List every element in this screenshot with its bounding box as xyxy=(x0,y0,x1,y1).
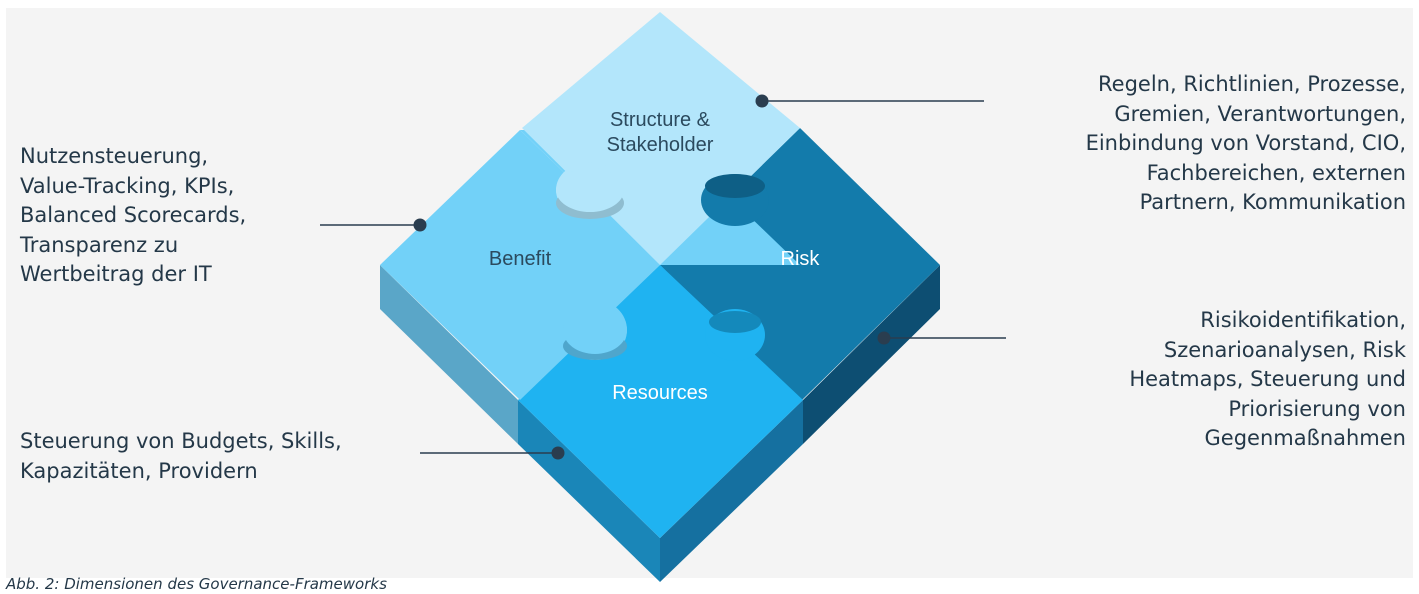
benefit-callout-line: Transparenz zu xyxy=(20,232,179,257)
risk-side-face xyxy=(803,265,940,444)
structure-callout-line: Partnern, Kommunikation xyxy=(1139,190,1406,214)
risk-callout-line: Priorisierung von xyxy=(1228,396,1406,421)
structure-callout-line: Regeln, Richtlinien, Prozesse, xyxy=(1098,72,1406,96)
risk-connector-dot xyxy=(877,331,891,345)
benefit-connector-dot xyxy=(413,218,427,232)
risk-callout: Risikoidentifikation, Szenarioanalysen, … xyxy=(1129,306,1406,454)
structure-connector-dot xyxy=(755,94,769,108)
structure-knob-top xyxy=(556,168,624,212)
benefit-callout-line: Wertbeitrag der IT xyxy=(20,262,212,286)
benefit-callout-line: Value-Tracking, KPIs, xyxy=(20,173,235,198)
benefit-side-face xyxy=(380,265,518,444)
resources-callout-line: Steuerung von Budgets, Skills, xyxy=(20,429,342,453)
risk-callout-line: Heatmaps, Steuerung und xyxy=(1129,367,1406,391)
benefit-callout-line: Nutzensteuerung, xyxy=(20,144,209,168)
resources-callout: Steuerung von Budgets, Skills, Kapazität… xyxy=(20,427,342,486)
structure-label-line-1: Structure & xyxy=(610,109,711,131)
risk-label: Risk xyxy=(781,248,821,270)
risk-callout-line: Szenarioanalysen, Risk xyxy=(1163,337,1406,362)
risk-knob-hole xyxy=(705,174,765,198)
resources-connector-dot xyxy=(551,446,565,460)
figure-caption: Abb. 2: Dimensionen des Governance-Frame… xyxy=(6,575,387,593)
resources-label: Resources xyxy=(612,382,708,404)
structure-stakeholder-piece xyxy=(522,12,800,265)
benefit-callout-line: Balanced Scorecards, xyxy=(20,203,247,227)
structure-callout-line: Gremien, Verantwortungen, xyxy=(1114,101,1406,126)
risk-callout-line: Gegenmaßnahmen xyxy=(1204,426,1406,450)
resources-callout-line: Kapazitäten, Providern xyxy=(20,458,258,483)
benefit-label: Benefit xyxy=(489,248,552,270)
benefit-callout: Nutzensteuerung, Value-Tracking, KPIs, B… xyxy=(20,142,246,290)
resources-left-side-face xyxy=(518,400,660,582)
resources-knob-hole xyxy=(709,311,761,333)
structure-label-line-2: Stakeholder xyxy=(607,134,714,156)
structure-callout: Regeln, Richtlinien, Prozesse, Gremien, … xyxy=(1086,70,1406,218)
structure-callout-line: Einbindung von Vorstand, CIO, xyxy=(1085,131,1406,155)
structure-callout-line: Fachbereichen, externen xyxy=(1146,160,1406,185)
resources-right-side-face xyxy=(660,400,803,582)
benefit-knob-top xyxy=(563,306,627,354)
risk-callout-line: Risikoidentifikation, xyxy=(1200,308,1406,332)
